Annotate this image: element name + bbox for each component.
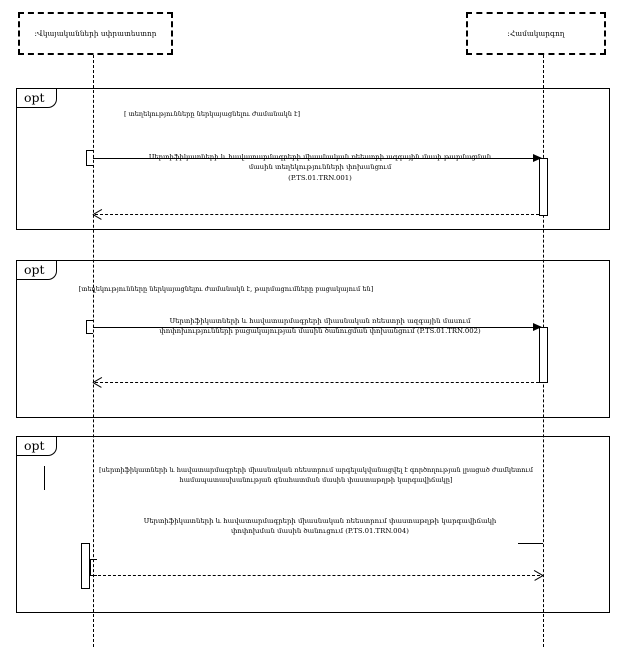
opt-fragment-3-activation-bar [81, 543, 90, 589]
opt-fragment-2-call-arrowhead [533, 322, 542, 331]
opt-fragment-2-source-stub [86, 320, 93, 334]
opt-fragment-3-guard-gap-mark [44, 466, 45, 490]
opt-fragment-3-coordinator-tick [518, 543, 543, 544]
opt-fragment-1-message-label: Սերտիֆիկատների և հավատարմագրերի միասնակա… [148, 153, 492, 182]
opt-fragment-2[interactable]: opt [16, 260, 610, 418]
opt-fragment-3-call-arrow-line [93, 575, 540, 576]
opt-fragment-1-return-target-stub [88, 206, 95, 222]
opt-fragment-2-operator-tag: opt [17, 261, 57, 280]
opt-fragment-2-guard: [տեղեկությունները ներկայացնելու ժամանակն… [78, 285, 374, 293]
opt-fragment-2-activation-bar [539, 327, 548, 383]
lifeline-issuer [93, 55, 94, 647]
opt-fragment-1-guard: [ տեղեկությունները ներկայացնելու ժամանակ… [123, 110, 301, 118]
lifeline-head-issuer[interactable]: :Վկայականների սփրատեստոր [18, 12, 173, 55]
opt-fragment-3-operator-label: opt [24, 437, 45, 453]
opt-fragment-1-source-stub [86, 150, 93, 166]
opt-fragment-1-operator-tag: opt [17, 89, 57, 108]
opt-fragment-3-call-arrowhead [534, 570, 543, 581]
opt-fragment-2-call-arrow-line [93, 327, 535, 328]
opt-fragment-2-return-arrowhead [93, 377, 102, 388]
opt-fragment-1-operator-label: opt [24, 89, 45, 105]
lifeline-head-coordinator[interactable]: :Համակարգող [466, 12, 606, 55]
lifeline-head-issuer-label: :Վկայականների սփրատեստոր [34, 28, 157, 38]
opt-fragment-1-activation-bar [539, 158, 548, 216]
opt-fragment-3-message-label: Սերտիֆիկատների և հավատարմագրերի միասնակա… [143, 517, 497, 536]
opt-fragment-2-operator-label: opt [24, 261, 45, 277]
opt-fragment-1-return-arrow-line [95, 214, 539, 215]
opt-fragment-1-call-arrowhead [533, 153, 542, 162]
opt-fragment-3-guard: [սերտիֆիկատների և հավատարմագրերի միասնակ… [98, 466, 533, 484]
opt-fragment-3-source-stub [90, 559, 97, 576]
opt-fragment-1[interactable]: opt [16, 88, 610, 230]
opt-fragment-1-call-arrow-line [93, 158, 535, 159]
opt-fragment-2-message-label: Սերտիֆիկատների և հավատարմագրերի միասնակա… [159, 317, 481, 336]
opt-fragment-3-operator-tag: opt [17, 437, 57, 456]
opt-fragment-3[interactable]: opt [16, 436, 610, 613]
opt-fragment-2-return-arrow-line [95, 382, 539, 383]
lifeline-head-coordinator-label: :Համակարգող [507, 28, 565, 38]
